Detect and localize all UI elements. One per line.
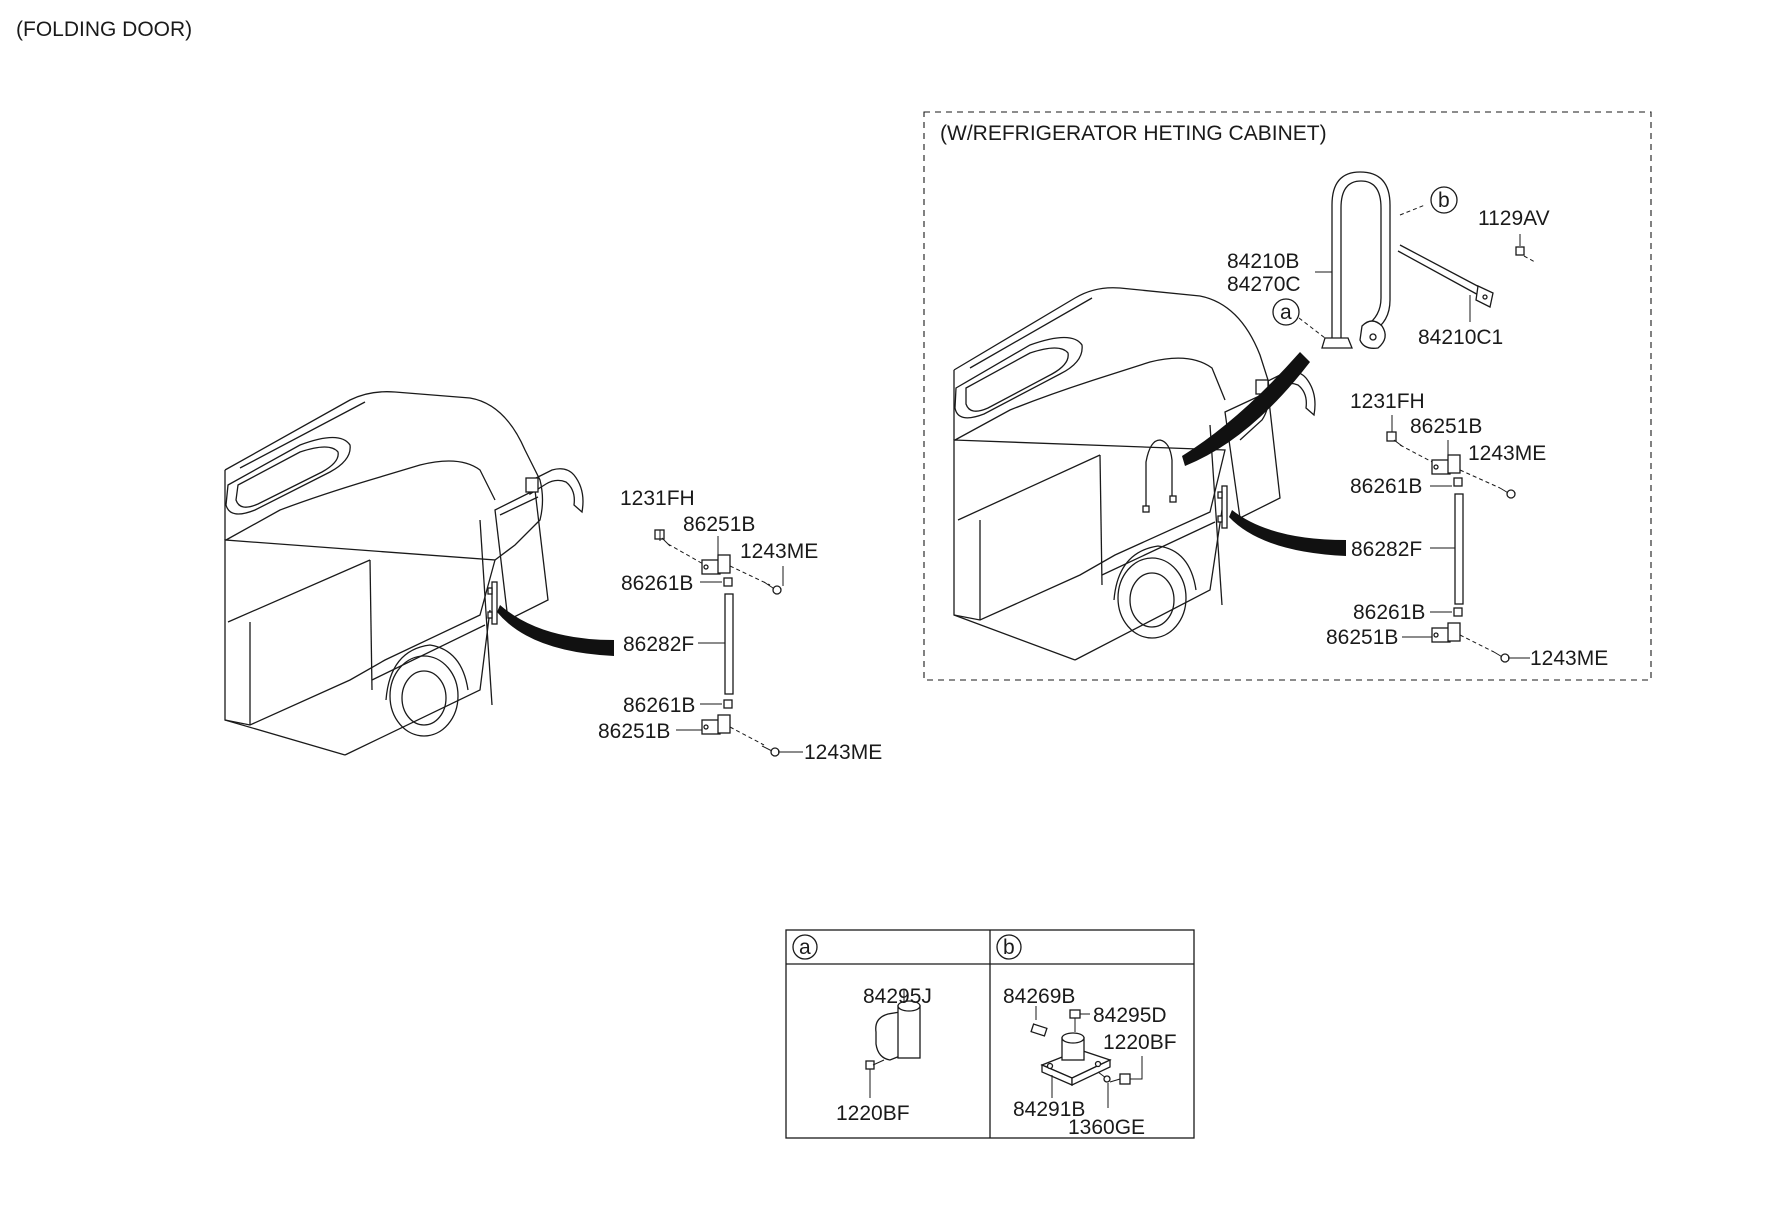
inset-screw-bottom-label: 1243ME [1530,647,1608,670]
detail-a-key: a [799,936,811,959]
inset-shaft-label: 86282F [1351,538,1422,561]
detail-b-bolt-top-label: 84295D [1093,1004,1167,1027]
detail-a-drawing [865,990,921,1098]
left-bolt-top-label: 1231FH [620,487,695,510]
left-screw-bottom-label: 1243ME [804,741,882,764]
inset-bush-bottom-label: 86261B [1353,601,1425,624]
left-hinge-bottom-label: 86251B [598,720,670,743]
left-hinge-top-label: 86251B [683,513,755,536]
left-pointer-wedge [497,605,614,656]
detail-a-holder-label: 84295J [863,985,932,1008]
inset-handle-rail-label-2: 84270C [1227,273,1301,296]
inset-title: (W/REFRIGERATOR HETING CABINET) [940,122,1327,145]
left-bush-bottom-label: 86261B [623,694,695,717]
inset-screw-label: 1129AV [1478,207,1550,230]
left-shaft-label: 86282F [623,633,694,656]
page-title: (FOLDING DOOR) [16,18,192,41]
inset-handle-rail [1272,171,1536,349]
detail-b-pin-label: 84269B [1003,985,1075,1008]
inset-bar-label: 84210C1 [1418,326,1503,349]
detail-b-screw-label: 1360GE [1068,1116,1145,1139]
detail-b-bolt-side-label: 1220BF [1103,1031,1177,1054]
detail-table [785,929,1195,1139]
inset-frame [923,111,1652,681]
inset-hinge-bottom-label: 86251B [1326,626,1398,649]
inset-hinge-top-label: 86251B [1410,415,1482,438]
inset-exploded-parts [1386,415,1530,663]
left-exploded-parts [654,529,803,757]
inset-vehicle-illustration [953,287,1346,661]
inset-handle-rail-label-1: 84210B [1227,250,1299,273]
detail-b-drawing [1030,1006,1143,1108]
left-screw-top-label: 1243ME [740,540,818,563]
detail-b-key: b [1003,936,1015,959]
left-vehicle-illustration [224,391,614,756]
left-bush-top-label: 86261B [621,572,693,595]
inset-callout-b: b [1438,189,1450,212]
inset-callout-a: a [1280,301,1292,324]
inset-screw-top-label: 1243ME [1468,442,1546,465]
inset-bolt-top-label: 1231FH [1350,390,1425,413]
detail-b-base-label: 84291B [1013,1098,1085,1121]
detail-a-bolt-label: 1220BF [836,1102,910,1125]
inset-bush-top-label: 86261B [1350,475,1422,498]
inset-shaft-pointer-wedge [1229,510,1346,556]
inset-handle-pointer-wedge [1182,352,1310,466]
